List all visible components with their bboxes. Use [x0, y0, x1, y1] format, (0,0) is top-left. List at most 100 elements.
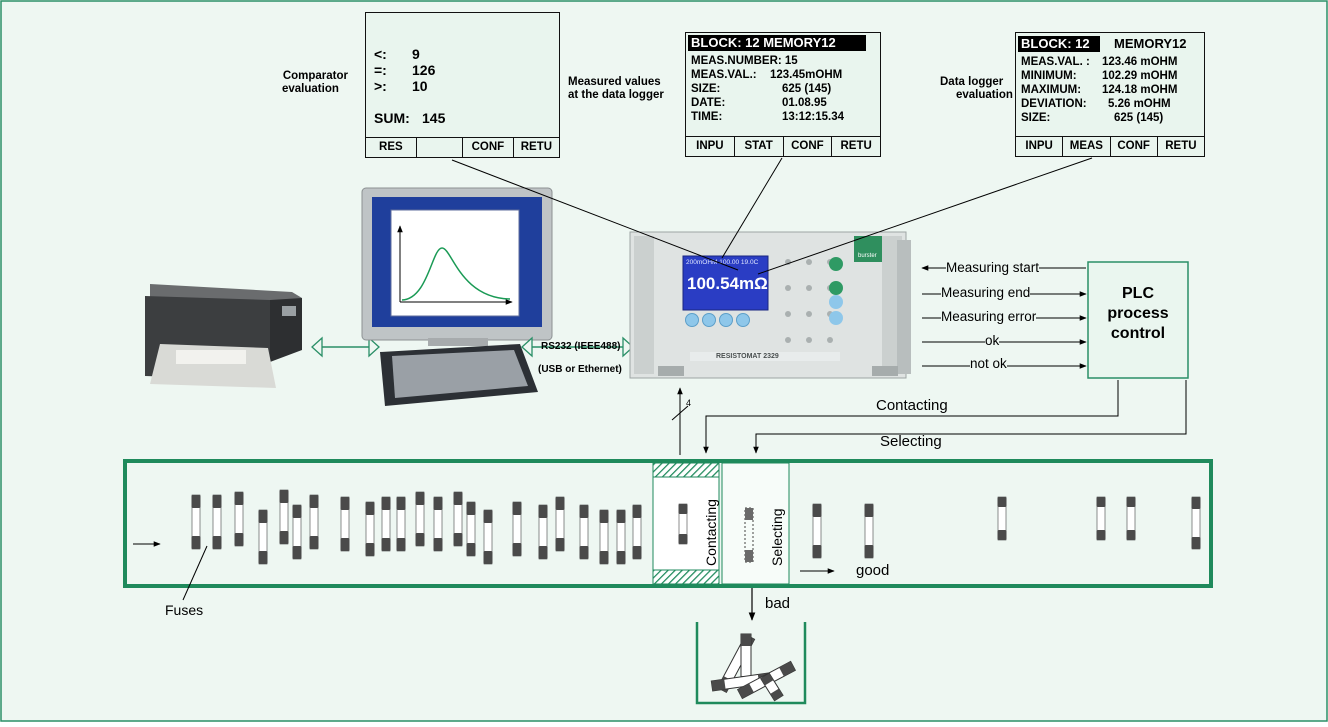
- fuse-outline-cap: [745, 550, 753, 562]
- comp-key-res[interactable]: RES: [366, 138, 417, 157]
- device-model: RESISTOMAT 2329: [716, 353, 779, 360]
- comp-row-3-key: >:: [374, 78, 387, 94]
- four-wire-slash: [671, 405, 689, 421]
- fuse: [340, 496, 350, 552]
- fuse: [483, 509, 493, 565]
- device-key: [785, 337, 791, 343]
- device-keypad: [685, 257, 843, 343]
- logger-key-meas[interactable]: MEAS: [1063, 137, 1111, 156]
- meas-row-2-key: MEAS.VAL.:: [691, 69, 757, 81]
- meas-key-retu[interactable]: RETU: [840, 140, 872, 152]
- fuse: [512, 501, 522, 557]
- signal-ok: ok: [985, 333, 1000, 348]
- logger-label-2: evaluation: [956, 89, 1013, 101]
- logger-row-3-key: MAXIMUM:: [1021, 84, 1082, 96]
- selecting-label: Selecting: [880, 433, 942, 450]
- measured-label-1: Measured values: [568, 76, 661, 88]
- meas-row-3-val: 625 (145): [782, 83, 832, 95]
- logger-key-inpu[interactable]: INPU: [1016, 137, 1064, 156]
- comp-row-1-key: <:: [374, 46, 387, 62]
- connector-logger: [757, 157, 1093, 275]
- meas-key-conf[interactable]: CONF: [784, 137, 833, 156]
- fuse-outline-cap: [745, 508, 753, 520]
- fuse: [812, 503, 822, 559]
- fuses-label: Fuses: [165, 602, 204, 618]
- logger-header-right: MEMORY12: [1114, 36, 1187, 51]
- fuse: [466, 501, 476, 557]
- fuse: [616, 509, 626, 565]
- connector-comparator: [451, 159, 739, 271]
- device-key: [785, 311, 791, 317]
- screen-comparator: <: 9 =: 126 >: 10 SUM: 145 RES CONF RETU: [365, 12, 560, 158]
- bad-label: bad: [765, 595, 791, 612]
- good-label: good: [856, 562, 890, 579]
- fuse: [212, 494, 222, 550]
- device-display-value: 100.54mΩ: [687, 274, 768, 293]
- fuse: [538, 504, 548, 560]
- comp-key-empty[interactable]: [417, 138, 463, 157]
- selecting-line: [753, 380, 1187, 454]
- fuse: [234, 491, 244, 547]
- comp-key-retu[interactable]: RETU: [520, 141, 553, 153]
- meas-row-1-key: MEAS.NUMBER: 15: [691, 55, 798, 67]
- fuse: [433, 496, 443, 552]
- logger-row-1-val: 123.46 mOHM: [1102, 56, 1178, 68]
- meas-key-inpu[interactable]: INPU: [686, 137, 735, 156]
- plc-label-2: process: [1107, 305, 1168, 322]
- contacting-station-label: Contacting: [703, 499, 719, 566]
- fuse: [599, 509, 609, 565]
- connector-measured: [721, 157, 783, 259]
- device-key: [806, 337, 812, 343]
- plc-label-1: PLC: [1122, 285, 1154, 302]
- fuse: [632, 504, 642, 560]
- fuse: [1191, 496, 1201, 550]
- device-key: [685, 313, 699, 327]
- logger-row-5-val: 625 (145): [1114, 112, 1164, 124]
- meas-row-5-val: 13:12:15.34: [782, 111, 845, 123]
- device-key: [806, 259, 812, 265]
- fuse: [1126, 496, 1136, 541]
- fuse: [258, 509, 268, 565]
- four-wire-label: 4: [686, 398, 692, 408]
- device-key: [829, 281, 843, 295]
- printer-illustration: [145, 284, 302, 388]
- device-brand: burster: [858, 253, 877, 259]
- rs232-label: RS232 (IEEE488): [541, 341, 621, 352]
- screen-measured: BLOCK: 12 MEMORY12 MEAS.NUMBER: 15 MEAS.…: [685, 32, 881, 157]
- logger-key-conf[interactable]: CONF: [1111, 137, 1158, 156]
- contacting-line: [703, 380, 1119, 454]
- fuse: [1096, 496, 1106, 541]
- measured-header: BLOCK: 12 MEMORY12: [688, 35, 866, 51]
- logger-row-2-val: 102.29 mOHM: [1102, 70, 1178, 82]
- computer-illustration: [361, 187, 553, 406]
- device-key: [806, 285, 812, 291]
- logger-row-2-key: MINIMUM:: [1021, 70, 1077, 82]
- comp-softkeys: RES CONF RETU: [366, 137, 559, 157]
- fuse: [279, 489, 289, 545]
- fuse: [864, 503, 874, 559]
- reject-bin: [695, 622, 807, 705]
- comp-key-conf[interactable]: CONF: [463, 138, 514, 157]
- fuse: [191, 494, 201, 550]
- device-key: [829, 295, 843, 309]
- device-key: [736, 313, 750, 327]
- fuse: [365, 501, 375, 557]
- logger-row-4-val: 5.26 mOHM: [1108, 98, 1171, 110]
- meas-softkeys: INPU STAT CONF RETU: [686, 136, 880, 156]
- selecting-station: [721, 462, 790, 585]
- meas-row-2-val: 123.45mOHM: [770, 69, 843, 81]
- device-key: [785, 285, 791, 291]
- fuse: [292, 504, 302, 560]
- fuse: [453, 491, 463, 547]
- signal-measuring-error: Measuring error: [941, 309, 1037, 324]
- signal-measuring-end: Measuring end: [941, 285, 1031, 300]
- meas-row-3-key: SIZE:: [691, 83, 721, 95]
- meas-key-stat[interactable]: STAT: [735, 137, 784, 156]
- device-key: [719, 313, 733, 327]
- logger-key-retu[interactable]: RETU: [1165, 140, 1197, 152]
- plc-box: [1087, 261, 1189, 379]
- logger-row-3-val: 124.18 mOHM: [1102, 84, 1178, 96]
- fuses-group: [191, 489, 1201, 565]
- meas-row-5-key: TIME:: [691, 111, 723, 123]
- data-logger-label: Data logger evaluation: [940, 76, 1013, 102]
